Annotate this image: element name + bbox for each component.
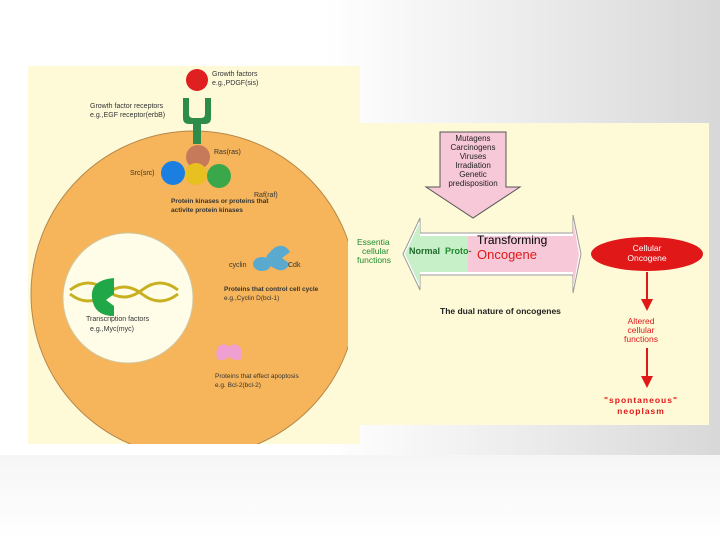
proto-label: Proto- (445, 246, 472, 256)
cell-cycle-label-1: Proteins that control cell cycle (224, 286, 319, 293)
raf-icon (207, 164, 231, 188)
cyclin-label: cyclin (229, 262, 247, 269)
transcription-label-1: Transcription factors (86, 316, 150, 323)
cellular-oncogene-text-2: Oncogene (627, 253, 666, 263)
receptor-icon (183, 98, 211, 144)
altered-text-3: functions (624, 334, 658, 344)
cell-signaling-svg: Growth factors e.g.,PDGF(sis) Growth fac… (30, 69, 358, 444)
dna-strand-2 (69, 285, 179, 303)
cell-signaling-diagram: Growth factors e.g.,PDGF(sis) Growth fac… (28, 66, 360, 444)
normal-label: Normal (409, 246, 440, 256)
cellular-oncogene-text-1: Cellular (633, 243, 662, 253)
cdk-label: Cdk (288, 262, 301, 269)
protein-kinases-label-2: activite protein kinases (171, 207, 243, 214)
apoptosis-label-2: e.g. Bcl-2(bcl-2) (215, 382, 261, 389)
transforming-label: Transforming (477, 233, 547, 247)
src-icon (161, 161, 185, 185)
protein-kinases-label-1: Protein kinases or proteins that (171, 198, 269, 205)
slide-footer-band (0, 455, 720, 540)
oncogene-svg: Mutagens Carcinogens Viruses Irradiation… (357, 131, 703, 416)
raf-label: Raf(raf) (254, 192, 278, 199)
kinase-center-icon (185, 163, 207, 185)
gf-receptors-label: Growth factor receptors (90, 103, 164, 110)
dual-nature-caption: The dual nature of oncogenes (440, 306, 561, 316)
normal-side-fill (405, 222, 468, 286)
transcription-label-2: e.g.,Myc(myc) (90, 326, 134, 333)
factor-irradiation: Irradiation (455, 161, 491, 170)
growth-factor-icon (186, 69, 208, 91)
dna-strand-1 (69, 281, 179, 299)
cell-cycle-label-2: e.g.,Cyclin D(bcl-1) (224, 295, 279, 302)
growth-factors-example: e.g.,PDGF(sis) (212, 80, 258, 87)
neoplasm-text: neoplasm (617, 406, 665, 416)
transcription-factor-icon (91, 278, 114, 316)
arrow-down-2-head (641, 376, 653, 388)
cellular-oncogene-ellipse (591, 237, 703, 271)
oncogene-label: Oncogene (477, 247, 537, 262)
factor-carcinogens: Carcinogens (451, 143, 496, 152)
essential-text-1: Essentia (357, 237, 390, 247)
apoptosis-label-1: Proteins that effect apoptosis (215, 373, 299, 380)
altered-text-2: cellular (628, 325, 655, 335)
ras-icon (186, 145, 210, 169)
growth-factors-label: Growth factors (212, 71, 258, 78)
cyclin-icon (253, 257, 271, 271)
ras-label: Ras(ras) (214, 149, 241, 156)
altered-text-1: Altered (628, 316, 655, 326)
arrow-down-1-head (641, 299, 653, 311)
factor-genetic: Genetic (459, 170, 487, 179)
spontaneous-text: "spontaneous" (604, 395, 678, 405)
oncogene-diagram: Mutagens Carcinogens Viruses Irradiation… (348, 123, 709, 425)
src-label: Src(src) (130, 170, 155, 177)
factor-mutagens: Mutagens (455, 134, 490, 143)
factor-viruses: Viruses (460, 152, 487, 161)
gf-receptors-example: e.g.,EGF receptor(erbB) (90, 112, 165, 119)
essential-text-3: functions (357, 255, 391, 265)
cdk-icon (266, 245, 290, 271)
essential-text-2: cellular (362, 246, 389, 256)
factor-predisposition: predisposition (448, 179, 497, 188)
apoptosis-icon (216, 344, 242, 361)
factors-arrow-box (424, 131, 522, 219)
oncogene-side-fill (468, 219, 579, 289)
